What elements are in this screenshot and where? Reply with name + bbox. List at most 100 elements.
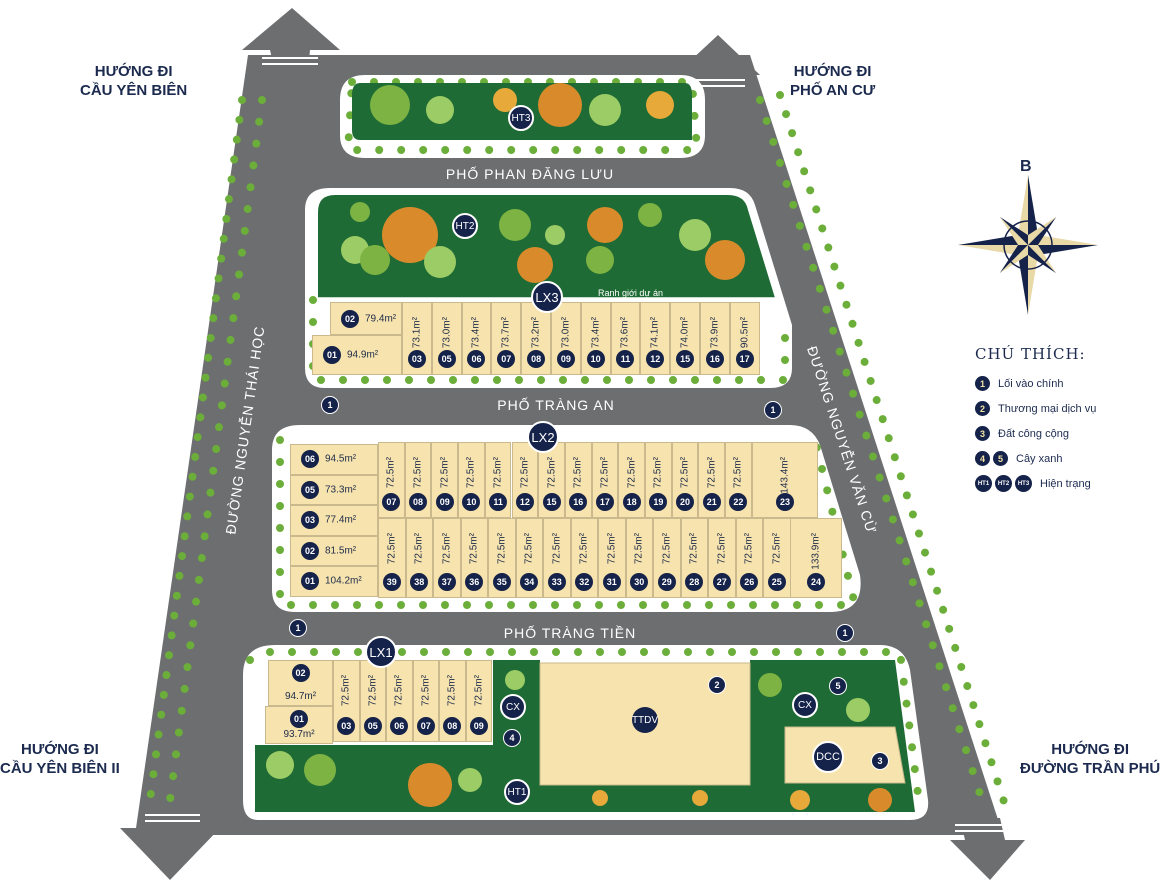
- lot-number-badge: 15: [542, 493, 561, 511]
- lot-number-badge: 07: [382, 493, 401, 511]
- arrow-bottom-right-icon: [950, 818, 1025, 880]
- lot-area: 94.9m²: [347, 349, 379, 361]
- lot-number-badge: 31: [602, 573, 621, 591]
- tree-icon: [370, 85, 410, 125]
- lot-area: 73.4m²: [470, 317, 482, 349]
- legend-badge: 1: [975, 376, 990, 391]
- lot-area: 72.5m²: [626, 457, 638, 489]
- compass-north-label: B: [1020, 158, 1032, 175]
- compass-icon: [958, 175, 1098, 315]
- lot-area: 74.0m²: [679, 317, 691, 349]
- zone-ht3-badge: HT3: [508, 105, 534, 131]
- lot-number-badge: 21: [702, 493, 721, 511]
- legend-label: Đất công cộng: [998, 427, 1069, 440]
- tree-icon: [846, 698, 870, 722]
- lot-area: 104.2m²: [325, 575, 362, 587]
- lot-area: 72.5m²: [716, 533, 728, 565]
- tree-icon: [458, 768, 482, 792]
- street-phan-dang-luu: PHỐ PHAN ĐĂNG LƯU: [445, 166, 615, 182]
- arrow-top-right-icon: [675, 35, 760, 95]
- lot-area: 93.7m²: [283, 729, 315, 740]
- lot-number-badge: 07: [416, 717, 435, 735]
- lot-area: 72.5m²: [468, 533, 480, 565]
- lot-number-badge: 33: [547, 573, 566, 591]
- lot-area: 72.5m²: [412, 457, 424, 489]
- lot-area: 72.5m²: [446, 675, 458, 707]
- lot-number-badge: 06: [467, 350, 486, 368]
- lot-area: 72.5m²: [578, 533, 590, 565]
- lot-07[interactable]: 07 72.5m²: [378, 442, 405, 518]
- tree-icon: [692, 790, 708, 806]
- lot-area: 72.5m²: [385, 457, 397, 489]
- lot-number-badge: 01: [290, 710, 308, 728]
- lot-number-badge: 02: [301, 541, 319, 560]
- lot-area: 73.2m²: [530, 317, 542, 349]
- lot-number-badge: 06: [390, 717, 409, 735]
- zone-ht1-badge: HT1: [504, 779, 530, 805]
- lot-number-badge: 10: [462, 493, 481, 511]
